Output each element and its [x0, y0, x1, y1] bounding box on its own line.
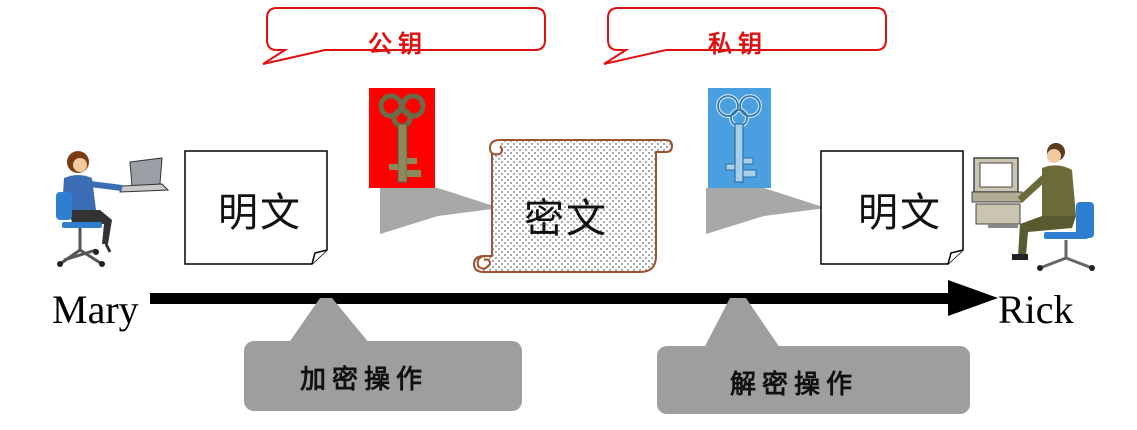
- private-key-callout: [603, 7, 887, 65]
- decrypt-funnel: [706, 188, 826, 234]
- scroll-icon: [472, 139, 674, 273]
- transfer-arrow: [150, 280, 998, 316]
- private-key-icon: [708, 88, 771, 188]
- decrypt-operation-label: 解密操作: [730, 370, 859, 400]
- private-key-label: 私钥: [708, 30, 768, 58]
- decrypt-operation-box: [657, 346, 970, 414]
- woman-at-laptop-icon: [56, 151, 170, 267]
- sender-name: Mary: [52, 287, 139, 332]
- plaintext-document-left: [184, 150, 328, 265]
- plaintext-left-label: 明文: [218, 190, 302, 236]
- encrypt-operation-box: [244, 341, 522, 411]
- decrypt-pointer: [704, 298, 780, 348]
- public-key-icon: [369, 88, 435, 188]
- plaintext-right-label: 明文: [858, 190, 942, 236]
- ciphertext-label: 密文: [524, 196, 608, 242]
- key-icon: [716, 94, 762, 183]
- man-at-computer-icon: [971, 143, 1095, 271]
- encrypt-operation-label: 加密操作: [300, 365, 429, 395]
- receiver-name: Rick: [998, 287, 1074, 332]
- public-key-callout: [262, 7, 546, 65]
- public-key-label: 公钥: [368, 30, 428, 58]
- key-icon: [378, 93, 426, 183]
- encrypt-pointer: [288, 298, 370, 344]
- plaintext-document-right: [820, 150, 964, 265]
- encrypt-funnel: [380, 188, 500, 234]
